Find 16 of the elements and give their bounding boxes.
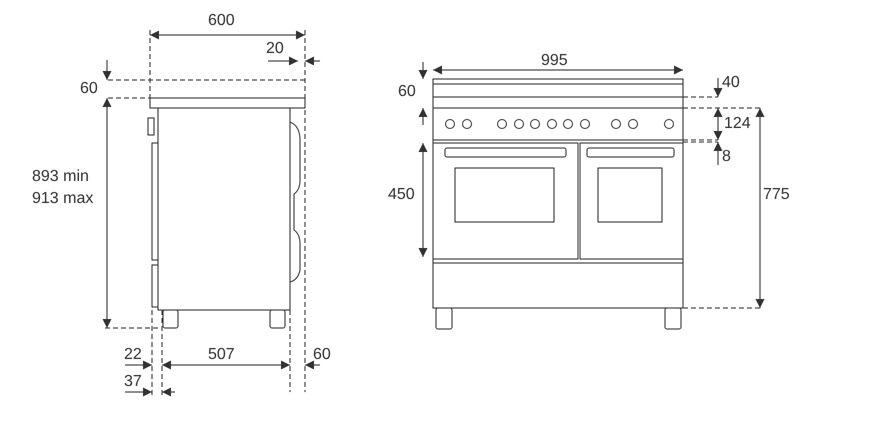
dimension-label: 775 <box>763 186 790 204</box>
dimension-label: 600 <box>208 12 235 30</box>
dimension-label: 507 <box>208 346 235 364</box>
dimension-label: 60 <box>313 346 331 364</box>
dimension-label: 60 <box>398 83 416 101</box>
dimension-label: 124 <box>724 115 751 133</box>
dimension-label: 20 <box>266 40 284 58</box>
dimension-label: 40 <box>722 74 740 92</box>
dimension-label: 37 <box>124 373 142 391</box>
dimension-label: 22 <box>124 346 142 364</box>
dimension-label: 913 max <box>32 190 94 208</box>
dimension-label: 60 <box>80 80 98 98</box>
dimension-label: 8 <box>722 148 731 166</box>
dimension-label: 893 min <box>32 168 89 186</box>
dimension-label: 450 <box>388 186 415 204</box>
dimension-label: 995 <box>541 52 568 70</box>
